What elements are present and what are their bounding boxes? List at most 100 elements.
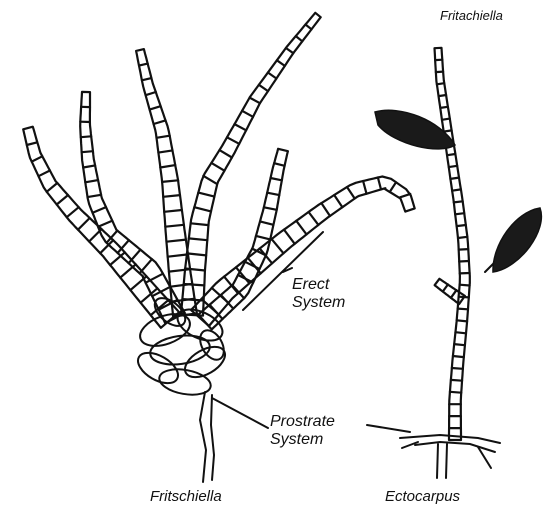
fritschiella-branch-septum: [167, 240, 186, 242]
label-fritschiella: Fritschiella: [150, 488, 222, 505]
ecto-base: [415, 442, 495, 452]
ectocarpus-axis-septum: [442, 119, 450, 120]
fritschiella-branch-septum: [250, 98, 260, 104]
fritschiella-branch-septum: [187, 253, 206, 255]
fritschiella-branch-septum: [67, 207, 79, 217]
label-ectocarpus: Ectocarpus: [385, 488, 460, 505]
ectocarpus-axis-septum: [449, 166, 457, 167]
fritschiella-branch-septum: [256, 236, 270, 240]
fritschiella-branch-septum: [47, 183, 58, 192]
label-erect-line1: Erect: [292, 276, 345, 294]
fritschiella-branch-septum: [162, 180, 178, 182]
fritschiella-branch-septum: [93, 207, 106, 213]
fritschiella-branch-septum: [184, 284, 205, 285]
fritschiella-branch-septum: [203, 176, 217, 184]
fritschiella-branch-septum: [194, 207, 211, 211]
ectocarpus-axis-septum: [450, 178, 459, 179]
fritschiella-branch-septum: [259, 85, 268, 91]
fritschiella-branch-septum: [165, 225, 184, 227]
fritschiella-branch-septum: [150, 106, 161, 109]
fritschiella-branch-septum: [157, 136, 170, 138]
fritschiella-branch-septum: [284, 230, 295, 244]
fritschiella-branch-septum: [271, 178, 282, 180]
ectocarpus-axis-septum: [454, 201, 463, 202]
ectocarpus-axis-septum: [447, 154, 455, 155]
fritschiella-branch-septum: [363, 181, 366, 194]
fritschiella-branch-septum: [81, 136, 91, 137]
ectocarpus-axis-septum: [444, 130, 452, 131]
fritschiella-branch-septum: [296, 36, 303, 41]
fritschiella-branch-septum: [400, 194, 410, 197]
fritschiella-branch-septum: [296, 221, 306, 235]
fritschiella-branch-septum: [139, 64, 148, 66]
fritschiella-branch-septum: [238, 275, 253, 283]
ecto-rhizoid: [437, 444, 438, 478]
fritschiella-branch-septum: [168, 254, 188, 256]
fritschiella-branch-septum: [146, 92, 156, 95]
ectocarpus-axis-septum: [440, 107, 448, 108]
ectocarpus-axis: [435, 48, 470, 440]
fritschiella-branch-septum: [390, 182, 396, 192]
ectocarpus-axis-septum: [436, 72, 443, 73]
fritschiella-branch-septum: [57, 195, 68, 204]
fritschiella-branch-septum: [191, 223, 209, 225]
fritschiella-branch-septum: [235, 124, 247, 130]
fritschiella-branch-septum: [321, 203, 330, 216]
ectocarpus-axis-septum: [453, 356, 464, 357]
ectocarpus-axis-septum: [457, 320, 467, 321]
fritschiella-branch-septum: [198, 193, 214, 197]
ectocarpus-axis-septum: [459, 249, 469, 250]
fritschiella-branch-septum: [154, 120, 166, 124]
rhizoid: [211, 395, 214, 480]
fritschiella-branch-septum: [286, 48, 293, 53]
fritschiella-branch-septum: [129, 250, 141, 264]
fritschiella-branch-septum: [160, 165, 175, 167]
fritschiella-branch-septum: [277, 60, 285, 66]
fritschiella-branch-septum: [189, 238, 208, 240]
sporangium-lower: [493, 208, 541, 272]
fritschiella-branch-septum: [27, 142, 38, 145]
ectocarpus-axis-septum: [451, 380, 462, 381]
ectocarpus-axis-septum: [457, 225, 466, 226]
label-prostrate-line1: Prostrate: [270, 413, 335, 431]
ectocarpus-axis-septum: [455, 332, 466, 333]
fritschiella-branch-septum: [220, 150, 232, 157]
label-erect-system: Erect System: [292, 276, 345, 313]
fritschiella-branch-septum: [140, 259, 152, 273]
label-erect-line2: System: [292, 294, 345, 312]
fritschiella-branch-septum: [78, 218, 90, 230]
ecto-rhizoid: [446, 444, 447, 478]
prostrate-cell: [133, 347, 183, 390]
fritschiella-branch-septum: [142, 78, 152, 80]
fritschiella-branch-septum: [227, 137, 239, 144]
fritschiella-branch-septum: [334, 195, 342, 207]
fritschiella-branch-septum: [88, 195, 102, 197]
ectocarpus-axis-septum: [452, 189, 461, 190]
rhizoid: [200, 392, 206, 482]
fritschiella-branch-septum: [163, 195, 180, 197]
fritschiella-branch-septum: [268, 73, 277, 79]
fritschiella-branch: [198, 149, 288, 330]
ectocarpus-axis-septum: [455, 213, 464, 214]
ectocarpus-axis-septum: [458, 237, 467, 238]
fritschiella-branch-septum: [39, 171, 50, 177]
ectocarpus-axis-septum: [460, 285, 470, 286]
fritschiella-branch-septum: [211, 163, 224, 171]
fritschiella-branch-septum: [306, 25, 312, 30]
ectocarpus-axis-septum: [439, 95, 447, 96]
prostrate-pointer: [212, 398, 268, 428]
ectocarpus-axis-septum: [459, 261, 469, 262]
ectocarpus-axis-septum: [454, 344, 465, 345]
prostrate-pointer-right: [367, 425, 410, 432]
fritschiella-branch-septum: [158, 150, 172, 152]
fritschiella-branch-septum: [98, 221, 112, 227]
fritschiella-branch-septum: [264, 207, 277, 210]
fritschiella-branch-septum: [32, 156, 43, 161]
ectocarpus-axis-septum: [450, 392, 461, 393]
fritschiella-branch-septum: [242, 111, 253, 117]
fritschiella-branch: [23, 127, 179, 328]
fritschiella-branch-septum: [221, 295, 233, 309]
fritschiella-branch-septum: [82, 151, 93, 152]
fritschiella-branch-septum: [267, 193, 279, 195]
